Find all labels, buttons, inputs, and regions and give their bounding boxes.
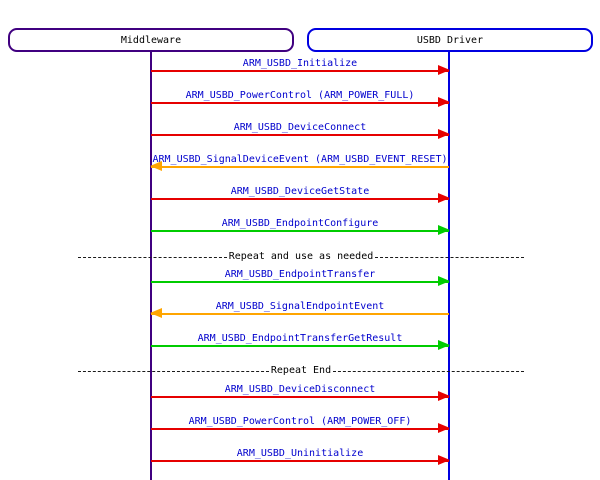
lifeline-usbd-driver: [448, 52, 450, 480]
arrowhead-icon: [438, 225, 450, 235]
message-label: ARM_USBD_EndpointConfigure: [221, 218, 379, 229]
message-arm-usbd-endpointtransfergetresult: ARM_USBD_EndpointTransferGetResult: [151, 333, 450, 350]
separator-label: Repeat End: [270, 365, 332, 376]
message-arm-usbd-powercontrol-full: ARM_USBD_PowerControl (ARM_POWER_FULL): [151, 90, 450, 107]
message-arm-usbd-uninitialize: ARM_USBD_Uninitialize: [151, 448, 450, 465]
message-arm-usbd-initialize: ARM_USBD_Initialize: [151, 58, 450, 75]
arrowhead-icon: [438, 391, 450, 401]
message-arm-usbd-devicedisconnect: ARM_USBD_DeviceDisconnect: [151, 384, 450, 401]
message-label: ARM_USBD_DeviceConnect: [233, 122, 367, 133]
actor-box-usbd-driver: USBD Driver: [307, 28, 593, 52]
arrowhead-icon: [150, 161, 162, 171]
lifeline-middleware: [150, 52, 152, 480]
separator-label: Repeat and use as needed: [228, 251, 374, 262]
separator-line: [375, 256, 524, 258]
message-arm-usbd-signalendpointevent: ARM_USBD_SignalEndpointEvent: [150, 301, 449, 318]
message-arm-usbd-powercontrol-off: ARM_USBD_PowerControl (ARM_POWER_OFF): [151, 416, 450, 433]
message-arm-usbd-deviceconnect: ARM_USBD_DeviceConnect: [151, 122, 450, 139]
arrowhead-icon: [438, 193, 450, 203]
message-label: ARM_USBD_PowerControl (ARM_POWER_FULL): [185, 90, 415, 101]
arrowhead-icon: [438, 129, 450, 139]
message-label: ARM_USBD_EndpointTransferGetResult: [197, 333, 403, 344]
arrowhead-icon: [438, 276, 450, 286]
message-label: ARM_USBD_DeviceGetState: [230, 186, 370, 197]
separator-line: [333, 370, 524, 372]
arrowhead-icon: [438, 340, 450, 350]
arrowhead-icon: [150, 308, 162, 318]
separator-line: [78, 370, 269, 372]
message-label: ARM_USBD_PowerControl (ARM_POWER_OFF): [188, 416, 412, 427]
arrowhead-icon: [438, 455, 450, 465]
separator-repeat-end: Repeat End: [78, 364, 524, 378]
message-label: ARM_USBD_Uninitialize: [236, 448, 364, 459]
message-label: ARM_USBD_SignalDeviceEvent (ARM_USBD_EVE…: [152, 154, 448, 165]
message-label: ARM_USBD_Initialize: [242, 58, 358, 69]
arrowhead-icon: [438, 423, 450, 433]
arrowhead-icon: [438, 97, 450, 107]
arrowhead-icon: [438, 65, 450, 75]
message-arm-usbd-endpointconfigure: ARM_USBD_EndpointConfigure: [151, 218, 450, 235]
message-label: ARM_USBD_EndpointTransfer: [224, 269, 376, 280]
actor-label: Middleware: [120, 34, 182, 46]
message-arm-usbd-devicegetstate: ARM_USBD_DeviceGetState: [151, 186, 450, 203]
separator-line: [78, 256, 227, 258]
message-label: ARM_USBD_SignalEndpointEvent: [215, 301, 385, 312]
actor-box-middleware: Middleware: [8, 28, 294, 52]
message-label: ARM_USBD_DeviceDisconnect: [224, 384, 376, 395]
separator-repeat-start: Repeat and use as needed: [78, 250, 524, 264]
message-arm-usbd-signaldeviceevent: ARM_USBD_SignalDeviceEvent (ARM_USBD_EVE…: [150, 154, 449, 171]
message-arm-usbd-endpointtransfer: ARM_USBD_EndpointTransfer: [151, 269, 450, 286]
actor-label: USBD Driver: [416, 34, 484, 46]
